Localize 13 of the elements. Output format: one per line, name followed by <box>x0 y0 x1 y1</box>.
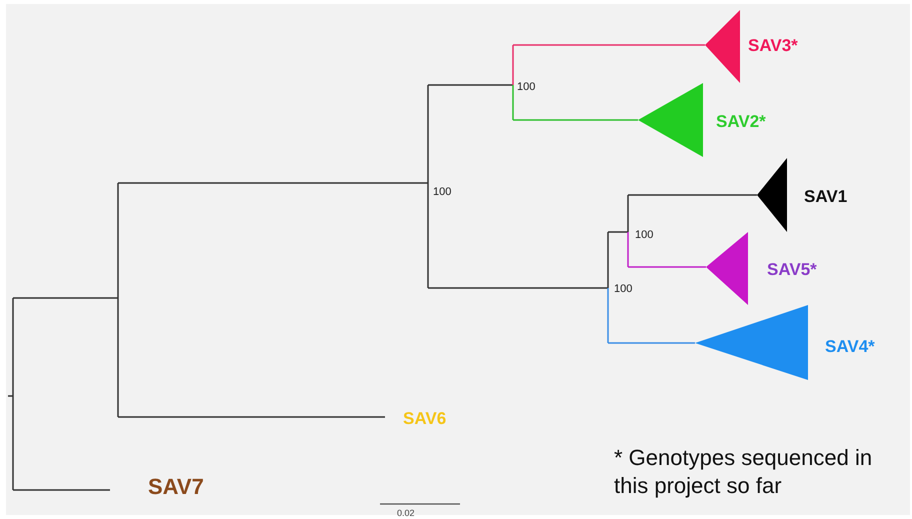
bootstrap-value: 100 <box>517 80 536 95</box>
clade-label: SAV2* <box>716 111 766 133</box>
clade-label: SAV7 <box>148 473 204 501</box>
bootstrap-value: 100 <box>614 282 632 297</box>
clade-label: SAV6 <box>403 408 446 430</box>
clade-label: SAV4* <box>825 336 875 358</box>
bootstrap-value: 100 <box>635 228 654 243</box>
bootstrap-value: 100 <box>433 185 452 200</box>
clade-label: SAV3* <box>748 35 798 57</box>
scale-value: 0.02 <box>397 507 415 519</box>
clade-label: SAV5* <box>767 259 817 281</box>
clade-label: SAV1 <box>804 186 848 208</box>
footnote: * Genotypes sequenced in this project so far <box>614 444 874 500</box>
